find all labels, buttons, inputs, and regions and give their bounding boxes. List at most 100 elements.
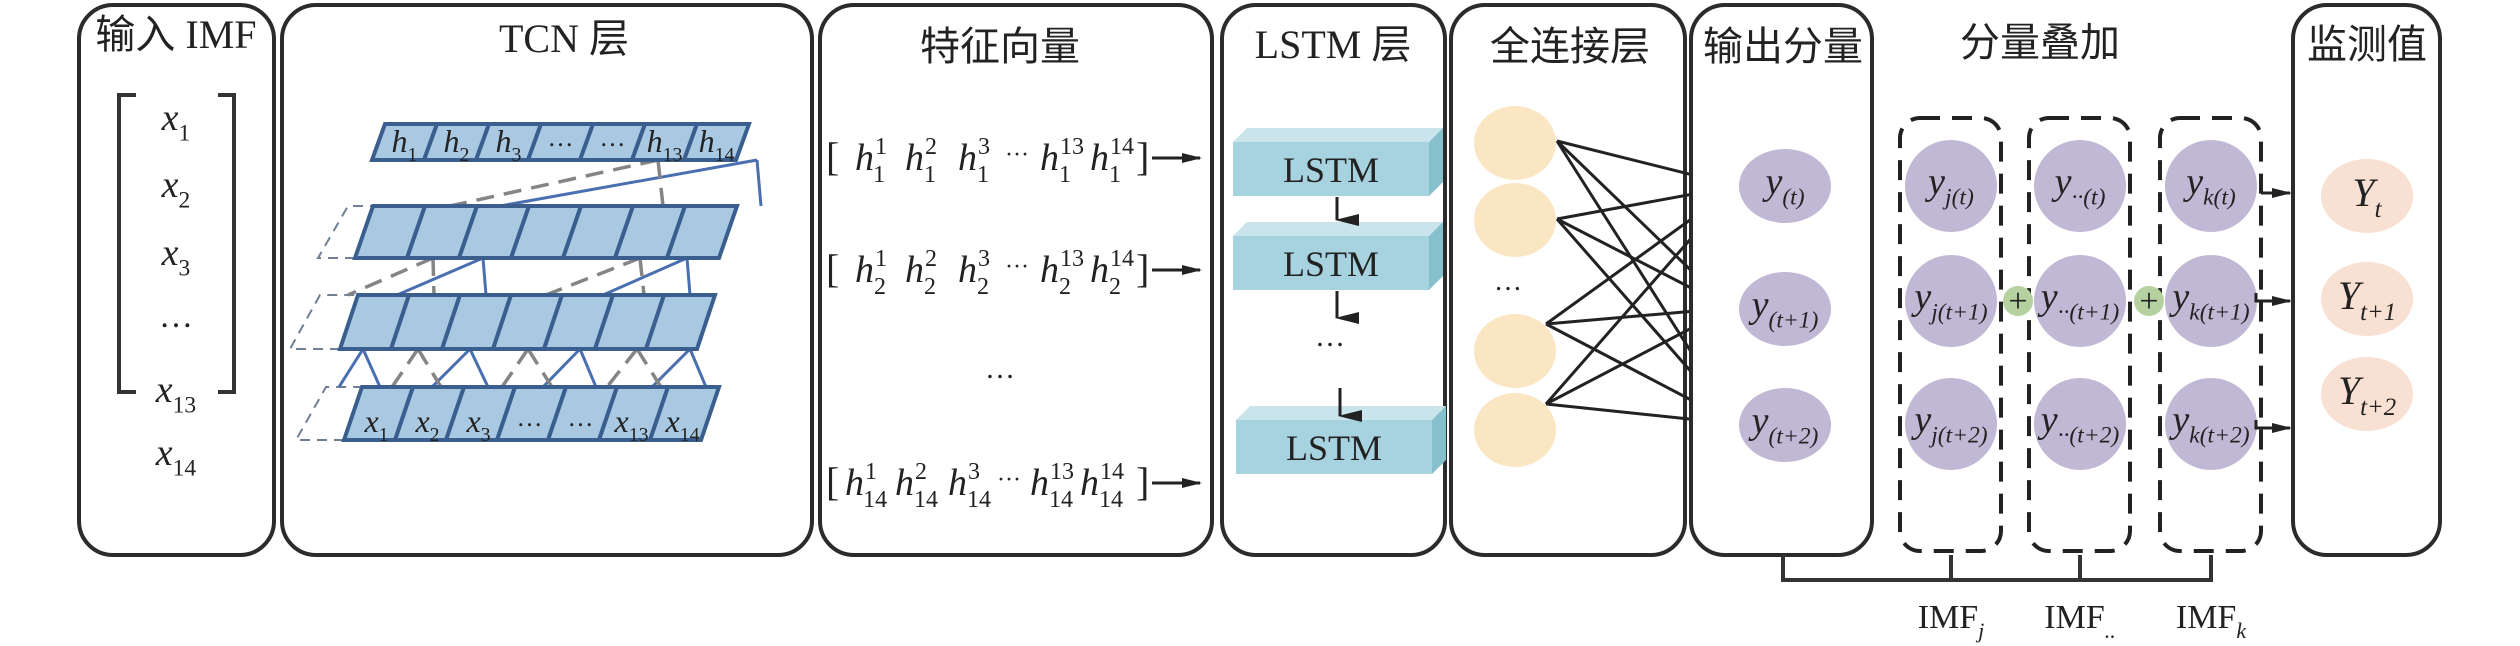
fc-neuron xyxy=(1474,106,1556,180)
math-superscript: 14 xyxy=(1110,134,1134,160)
tcn-hidden-row xyxy=(352,204,740,260)
math-subscript: 2 xyxy=(179,188,191,214)
math-base: y xyxy=(1910,399,1931,441)
ellipsis: … xyxy=(985,352,1015,385)
math-subscript: 3 xyxy=(179,256,191,282)
lstm-block-top xyxy=(1233,128,1443,142)
component-node-label: yj(t) xyxy=(1924,161,1974,211)
dashed-group-box xyxy=(2027,116,2132,553)
output-node-label: y(t) xyxy=(1761,161,1804,211)
causal-connection xyxy=(396,256,484,297)
dilated-connection xyxy=(431,257,436,296)
math-subscript: j(t+2) xyxy=(1928,423,1988,449)
panel-fully-connected: 全连接层 … xyxy=(1449,3,1739,557)
math-subscript: 2 xyxy=(977,274,989,300)
dilated-connection xyxy=(526,348,554,388)
dilated-connection xyxy=(416,348,443,388)
component-node xyxy=(1905,140,1997,232)
left-bracket xyxy=(117,93,136,394)
panel-title: 监测值 xyxy=(2307,22,2427,67)
tcn-cell-label: h3 xyxy=(496,123,522,166)
tcn-cell-label: x14 xyxy=(664,403,699,446)
math-base: h xyxy=(855,137,874,179)
component-node-label: yk(t+2) xyxy=(2168,399,2249,449)
dilated-connection xyxy=(605,347,639,389)
lstm-block-side xyxy=(1432,406,1446,474)
math-base: h xyxy=(392,123,408,159)
causal-connection xyxy=(578,348,598,388)
tcn-cell-label: x13 xyxy=(613,403,648,446)
math-subscript: 2 xyxy=(924,274,936,300)
output-node xyxy=(1739,272,1831,346)
math-subscript: 14 xyxy=(1099,487,1123,513)
imf-label: IMFk xyxy=(2176,599,2247,643)
causal-connection xyxy=(481,257,488,296)
dilated-connection xyxy=(638,257,646,296)
math-base: h xyxy=(1040,249,1059,291)
monitored-node xyxy=(2321,159,2413,233)
panel-border xyxy=(818,3,1214,557)
math-base: h xyxy=(699,123,715,159)
ellipsis: … xyxy=(600,123,626,152)
component-node xyxy=(2034,140,2126,232)
output-node xyxy=(1739,149,1831,223)
plus-circle xyxy=(2003,286,2033,316)
math-base: h xyxy=(905,137,924,179)
math-base: y xyxy=(2182,161,2203,203)
math-superscript: 1 xyxy=(865,459,876,485)
input-item: x1 xyxy=(161,97,191,147)
causal-connection xyxy=(602,256,688,297)
ellipsis: ··· xyxy=(997,467,1021,493)
math-base: y xyxy=(2051,161,2072,203)
component-node xyxy=(2165,140,2257,232)
plus-operator: + xyxy=(2134,283,2164,320)
monitored-node xyxy=(2321,357,2413,431)
arrows-to-monitored xyxy=(2254,188,2292,433)
math-base: y xyxy=(1748,284,1769,326)
ellipsis: … xyxy=(548,123,574,152)
imf-label-subscript: .. xyxy=(2105,618,2116,643)
plus-icon: + xyxy=(2008,283,2027,320)
component-node-label: y··(t) xyxy=(2051,161,2106,211)
monitored-node-label: Yt+2 xyxy=(2338,368,2396,421)
panel-title: 输入 IMF xyxy=(95,12,256,57)
math-base: x xyxy=(155,369,173,411)
math-superscript: 3 xyxy=(978,134,990,160)
imf-bracket xyxy=(1781,555,2213,582)
fc-neuron xyxy=(1474,183,1556,257)
math-base: x xyxy=(161,97,179,139)
component-node-label: yk(t+1) xyxy=(2168,276,2249,326)
ellipsis: … xyxy=(517,403,543,432)
imf-label-subscript: j xyxy=(1975,618,1984,643)
math-superscript: 2 xyxy=(925,246,937,272)
panel-border xyxy=(77,3,276,557)
imf-group: yk(t)yk(t+1)yk(t+2)IMFk xyxy=(2158,116,2263,643)
dilated-connection xyxy=(656,159,665,207)
math-base: h xyxy=(958,249,977,291)
lstm-block-label: LSTM xyxy=(1286,428,1382,468)
tcn-cell-label: h13 xyxy=(647,123,683,166)
tcn-cell-label: h1 xyxy=(392,123,418,166)
math-base: h xyxy=(948,462,967,504)
ellipsis: … xyxy=(568,403,594,432)
math-subscript: ··(t+1) xyxy=(2058,300,2120,326)
imf-label-subscript: k xyxy=(2236,618,2247,643)
lstm-block-side xyxy=(1429,128,1443,196)
lstm-block-side xyxy=(1429,222,1443,290)
imf-label-base: IMF xyxy=(2044,599,2104,636)
component-node-label: yj(t+2) xyxy=(1910,399,1987,449)
math-subscript: 14 xyxy=(1049,487,1073,513)
math-base: y xyxy=(2037,399,2058,441)
input-item: x13 xyxy=(155,369,196,419)
math-base: y xyxy=(1910,276,1931,318)
